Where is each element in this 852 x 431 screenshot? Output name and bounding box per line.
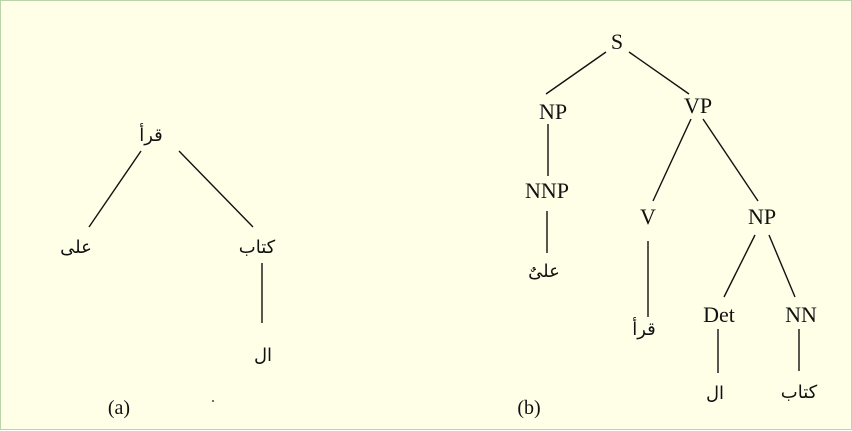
tree-a-subject-word: على xyxy=(60,237,92,258)
tree-b-v-word: قرأ xyxy=(632,317,656,340)
tree-b: S NP VP NNP علىٌ V قرأ NP Det ال NN كتاب… xyxy=(517,29,817,419)
tree-b-nnp-word: علىٌ xyxy=(528,261,560,282)
tree-b-node-v: V xyxy=(640,204,656,229)
tree-a: قرأ على كتاب ال (a) xyxy=(60,123,275,419)
tree-b-nn-word: كتاب xyxy=(781,382,818,403)
stray-dot xyxy=(212,400,214,402)
tree-b-node-nn: NN xyxy=(785,302,817,327)
edge-b-vp-v xyxy=(652,118,692,202)
edge-b-s-np xyxy=(545,51,607,95)
edge-b-np-nn xyxy=(768,234,796,298)
tree-b-node-nnp: NNP xyxy=(525,178,569,203)
tree-b-node-vp: VP xyxy=(684,93,712,118)
tree-b-caption: (b) xyxy=(517,397,540,419)
tree-a-object-word: كتاب xyxy=(239,237,276,258)
edge-a-root-obj xyxy=(178,150,254,228)
tree-a-determiner-word: ال xyxy=(254,345,272,366)
edge-a-root-subj xyxy=(88,150,142,228)
tree-b-node-det: Det xyxy=(703,302,735,327)
tree-a-root-word: قرأ xyxy=(139,123,163,146)
edge-b-s-vp xyxy=(628,51,690,95)
tree-a-caption: (a) xyxy=(108,397,130,419)
tree-b-node-s: S xyxy=(611,29,623,54)
edge-b-np-det xyxy=(723,234,756,298)
tree-b-det-word: ال xyxy=(706,383,724,404)
tree-b-node-np2: NP xyxy=(748,204,776,229)
tree-b-node-np: NP xyxy=(539,99,567,124)
edge-b-vp-np xyxy=(702,118,759,202)
